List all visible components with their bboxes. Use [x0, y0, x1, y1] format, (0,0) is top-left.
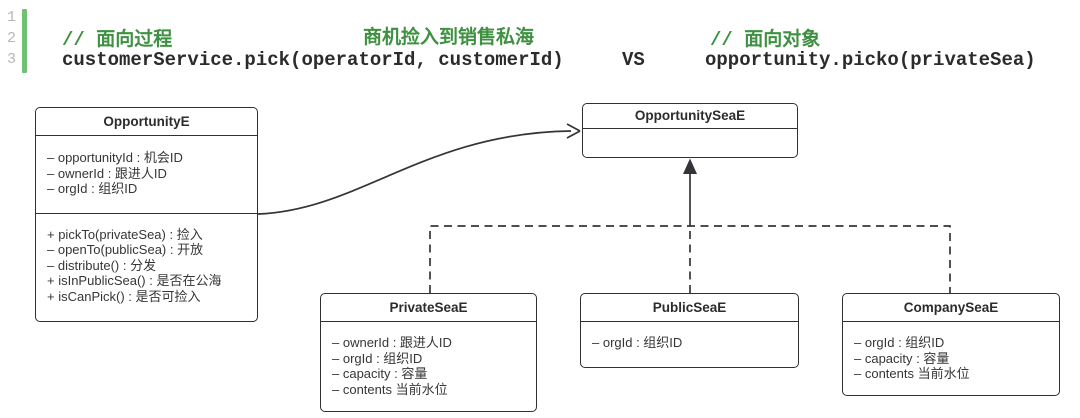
class-box-privateseae: PrivateSeaE – ownerId : 跟进人ID – orgId : … — [320, 293, 537, 412]
class-member: + isCanPick() : 是否可捡入 — [47, 288, 201, 304]
vs-label: VS — [622, 49, 645, 71]
class-title: OpportunitySeaE — [583, 104, 797, 129]
class-member: – orgId : 组织ID — [592, 335, 683, 350]
class-member: – openTo(publicSea) : 开放 — [47, 242, 204, 257]
class-box-opportunitye: OpportunityE – opportunityId : 机会ID – ow… — [35, 107, 258, 322]
class-methods: + pickTo(privateSea) : 捡入 – openTo(publi… — [36, 214, 257, 322]
class-box-companyseae: CompanySeaE – orgId : 组织ID – capacity : … — [842, 293, 1060, 396]
class-member: – ownerId : 跟进人ID — [47, 165, 167, 181]
generalization-arrow — [683, 158, 697, 226]
class-member: – ownerId : 跟进人ID — [332, 335, 452, 350]
gutter-change-bar — [22, 9, 27, 73]
line-number: 2 — [7, 30, 17, 47]
line-number: 3 — [7, 51, 17, 68]
code-oo-call: opportunity.picko(privateSea) — [705, 49, 1036, 71]
class-box-opportunityseae: OpportunitySeaE — [582, 103, 798, 158]
class-member: + pickTo(privateSea) : 捡入 — [47, 226, 203, 242]
generalization-dashed-lines — [429, 225, 951, 293]
class-member: – distribute() : 分发 — [47, 257, 157, 273]
class-title: PublicSeaE — [581, 294, 798, 322]
class-title: OpportunityE — [36, 108, 257, 136]
class-member: – orgId : 组织ID — [332, 350, 423, 366]
class-attributes-empty — [583, 129, 797, 157]
class-member: – opportunityId : 机会ID — [47, 150, 183, 165]
association-curve-arrow — [257, 123, 581, 215]
class-member: – contents 当前水位 — [332, 381, 448, 397]
class-attributes: – orgId : 组织ID — [581, 322, 798, 367]
class-member: – capacity : 容量 — [332, 366, 428, 381]
class-attributes: – orgId : 组织ID – capacity : 容量 – content… — [843, 322, 1059, 395]
class-member: – capacity : 容量 — [854, 350, 950, 366]
class-member: – orgId : 组织ID — [47, 181, 138, 196]
class-title: PrivateSeaE — [321, 294, 536, 322]
code-procedural-call: customerService.pick(operatorId, custome… — [62, 49, 564, 71]
class-box-publicseae: PublicSeaE – orgId : 组织ID — [580, 293, 799, 368]
comment-procedural: // 面向过程 — [62, 29, 173, 51]
line-number: 1 — [7, 9, 17, 26]
class-attributes: – ownerId : 跟进人ID – orgId : 组织ID – capac… — [321, 322, 536, 411]
heading-business: 商机捡入到销售私海 — [363, 27, 535, 49]
class-member: + isInPublicSea() : 是否在公海 — [47, 273, 222, 288]
class-title: CompanySeaE — [843, 294, 1059, 322]
class-member: – orgId : 组织ID — [854, 335, 945, 350]
class-attributes: – opportunityId : 机会ID – ownerId : 跟进人ID… — [36, 136, 257, 214]
class-member: – contents 当前水位 — [854, 366, 970, 381]
comment-oo: // 面向对象 — [710, 29, 821, 51]
